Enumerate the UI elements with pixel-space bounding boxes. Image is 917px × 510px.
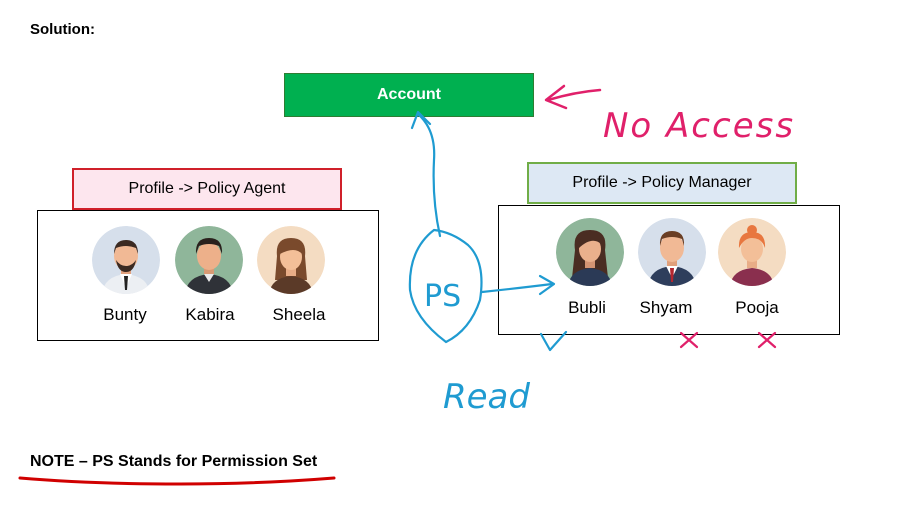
ps-to-bubli-arrow-icon: [480, 282, 554, 294]
user-name-kabira: Kabira: [185, 305, 235, 324]
note-text: NOTE – PS Stands for Permission Set: [30, 453, 318, 470]
no-access-label: No Access: [603, 106, 795, 146]
user-name-bunty: Bunty: [103, 305, 147, 324]
pooja-avatar-icon: [718, 218, 786, 286]
account-box: Account: [284, 73, 534, 117]
shyam-cross-icon: [679, 331, 699, 349]
shyam-avatar-icon: [638, 218, 706, 286]
profile-policy-manager-box: Profile -> Policy Manager: [527, 162, 797, 204]
bubli-avatar-icon: [556, 218, 624, 286]
no-access-arrowhead-icon: [544, 84, 568, 110]
solution-heading: Solution:: [30, 21, 95, 38]
bubli-check-icon: [539, 330, 568, 352]
user-name-pooja: Pooja: [735, 298, 779, 317]
note-underline-icon: [18, 476, 336, 486]
ps-label: PS: [424, 279, 461, 314]
user-name-sheela: Sheela: [272, 305, 326, 324]
no-access-arrow-icon: [546, 88, 602, 102]
kabira-avatar-icon: [175, 226, 243, 294]
pooja-cross-icon: [757, 331, 777, 349]
account-label: Account: [377, 86, 441, 103]
user-name-shyam: Shyam: [639, 298, 693, 317]
profile-policy-agent-box: Profile -> Policy Agent: [72, 168, 342, 210]
profile-policy-manager-label: Profile -> Policy Manager: [572, 174, 752, 191]
ps-to-account-arrow-icon: [416, 112, 442, 238]
profile-policy-agent-label: Profile -> Policy Agent: [128, 180, 286, 197]
bunty-avatar-icon: [92, 226, 160, 294]
read-label: Read: [443, 377, 530, 417]
ps-to-bubli-arrowhead-icon: [538, 274, 556, 296]
sheela-avatar-icon: [257, 226, 325, 294]
ps-bubble-icon: [408, 228, 483, 344]
ps-to-account-arrowhead-icon: [410, 110, 432, 130]
user-name-bubli: Bubli: [568, 298, 606, 317]
